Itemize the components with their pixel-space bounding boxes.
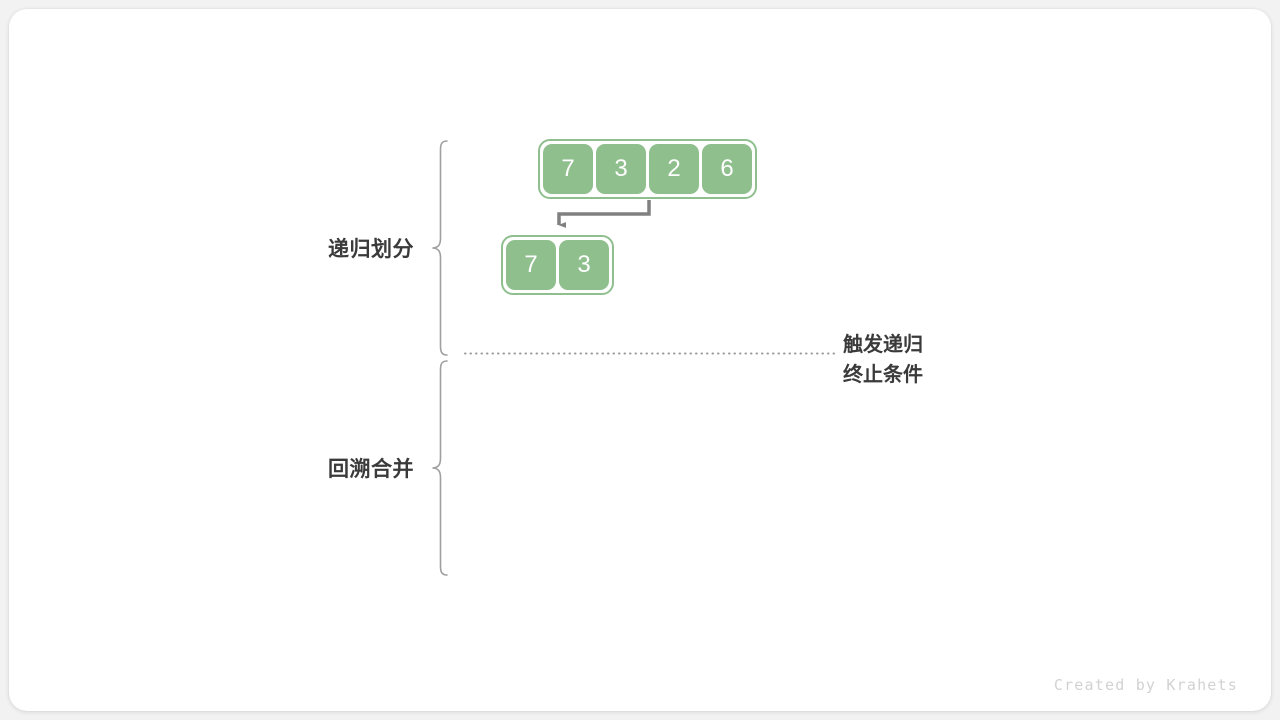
- array-cell: 2: [649, 144, 699, 194]
- group-label-merge: 回溯合并: [328, 458, 414, 481]
- watermark-credit: Created by Krahets: [1053, 676, 1238, 694]
- array-cell: 7: [506, 240, 556, 290]
- figure-card: [9, 9, 1271, 711]
- termination-note: 触发递归 终止条件: [843, 330, 923, 390]
- array-cell: 7: [543, 144, 593, 194]
- array-left-subarray: 7 3: [501, 235, 614, 295]
- array-cell: 3: [596, 144, 646, 194]
- termination-note-line2: 终止条件: [843, 364, 923, 386]
- brace-merge: [432, 360, 448, 576]
- array-cell: 6: [702, 144, 752, 194]
- brace-divide: [432, 140, 448, 356]
- termination-note-line1: 触发递归: [843, 334, 923, 356]
- array-cell: 3: [559, 240, 609, 290]
- connector-arrow-root-to-left: [557, 200, 651, 228]
- array-root: 7 3 2 6: [538, 139, 757, 199]
- group-label-divide: 递归划分: [328, 238, 414, 261]
